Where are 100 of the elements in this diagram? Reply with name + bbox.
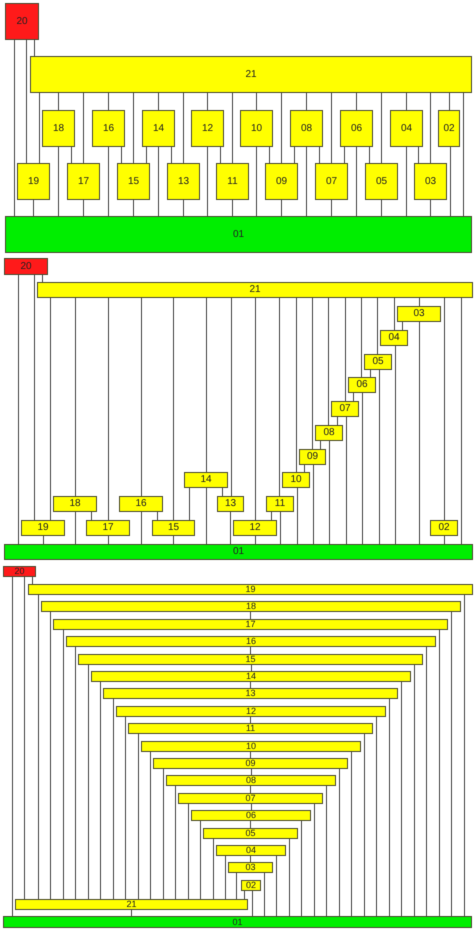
connector-line	[406, 146, 407, 216]
connector-line	[356, 92, 357, 110]
connector-line	[146, 146, 147, 164]
connector-line	[88, 664, 89, 900]
connector-line	[58, 92, 59, 110]
connector-line	[326, 786, 327, 916]
connector-line	[133, 92, 134, 164]
connector-line	[250, 612, 251, 620]
connector-line	[189, 488, 190, 520]
connector-line	[461, 298, 462, 544]
connector-line	[364, 734, 365, 916]
node-box: 14	[184, 472, 228, 488]
node-box: 06	[348, 377, 376, 393]
connector-line	[108, 536, 109, 544]
node-box: 20	[4, 258, 48, 275]
connector-line	[444, 536, 445, 544]
connector-line	[361, 298, 362, 378]
node-box: 10	[240, 110, 273, 147]
connector-line	[113, 698, 114, 900]
connector-line	[236, 872, 237, 900]
connector-line	[213, 838, 214, 900]
node-box: 17	[86, 520, 130, 536]
connector-line	[306, 146, 307, 216]
connector-line	[141, 512, 142, 544]
connector-line	[108, 146, 109, 216]
connector-line	[173, 536, 174, 544]
connector-line	[34, 274, 35, 520]
connector-line	[75, 646, 76, 900]
node-box: 13	[103, 688, 398, 699]
connector-line	[100, 682, 101, 900]
connector-line	[271, 512, 272, 520]
connector-line	[12, 576, 13, 916]
node-box: 17	[53, 619, 448, 630]
node-box: 12	[191, 110, 224, 147]
connector-line	[256, 146, 257, 216]
connector-line	[71, 146, 72, 164]
node-box: 03	[397, 306, 441, 322]
connector-line	[250, 646, 251, 654]
connector-line	[402, 322, 403, 330]
connector-line	[289, 838, 290, 916]
connector-line	[225, 856, 226, 900]
connector-line	[250, 682, 251, 688]
node-box: 10	[282, 472, 310, 488]
node-box: 20	[5, 3, 39, 40]
connector-line	[38, 594, 39, 900]
node-box: 11	[266, 496, 294, 512]
connector-line	[450, 146, 451, 216]
connector-line	[183, 200, 184, 216]
connector-line	[33, 200, 34, 216]
connector-line	[463, 92, 464, 216]
node-box: 15	[152, 520, 195, 536]
connector-line	[125, 716, 126, 900]
connector-line	[232, 92, 233, 164]
connector-line	[346, 416, 347, 544]
connector-line	[279, 298, 280, 496]
connector-line	[43, 536, 44, 544]
node-box: 01	[4, 544, 473, 560]
connector-line	[83, 92, 84, 164]
connector-line	[304, 464, 305, 472]
connector-line	[430, 92, 431, 164]
connector-line	[251, 768, 252, 776]
connector-line	[255, 298, 256, 520]
connector-line	[337, 416, 338, 426]
node-box: 21	[37, 282, 473, 298]
connector-line	[280, 512, 281, 544]
node-box: 06	[191, 810, 311, 821]
connector-line	[251, 664, 252, 672]
connector-line	[83, 200, 84, 216]
node-box: 03	[414, 163, 447, 200]
node-box: 21	[15, 899, 248, 910]
node-box: 01	[3, 916, 472, 928]
connector-line	[230, 512, 231, 544]
connector-line	[406, 92, 407, 110]
node-box: 19	[28, 584, 473, 595]
connector-line	[207, 92, 208, 110]
connector-line	[171, 146, 172, 164]
node-box: 05	[203, 828, 298, 839]
connector-line	[376, 716, 377, 916]
connector-line	[339, 768, 340, 916]
node-box: 20	[3, 566, 36, 577]
connector-line	[141, 298, 142, 496]
connector-line	[430, 200, 431, 216]
connector-line	[264, 872, 265, 916]
node-box: 12	[116, 706, 386, 717]
connector-line	[351, 752, 352, 916]
node-box: 04	[380, 330, 408, 346]
connector-line	[369, 146, 370, 164]
connector-line	[314, 804, 315, 916]
connector-line	[250, 856, 251, 862]
node-box: 16	[66, 636, 436, 647]
connector-line	[356, 146, 357, 216]
connector-line	[418, 146, 419, 164]
connector-line	[312, 298, 313, 450]
connector-line	[449, 92, 450, 110]
connector-line	[377, 298, 378, 354]
connector-line	[344, 146, 345, 164]
node-box: 08	[166, 775, 336, 786]
node-box: 14	[142, 110, 175, 147]
node-box: 16	[119, 496, 163, 512]
node-box: 02	[241, 880, 261, 891]
